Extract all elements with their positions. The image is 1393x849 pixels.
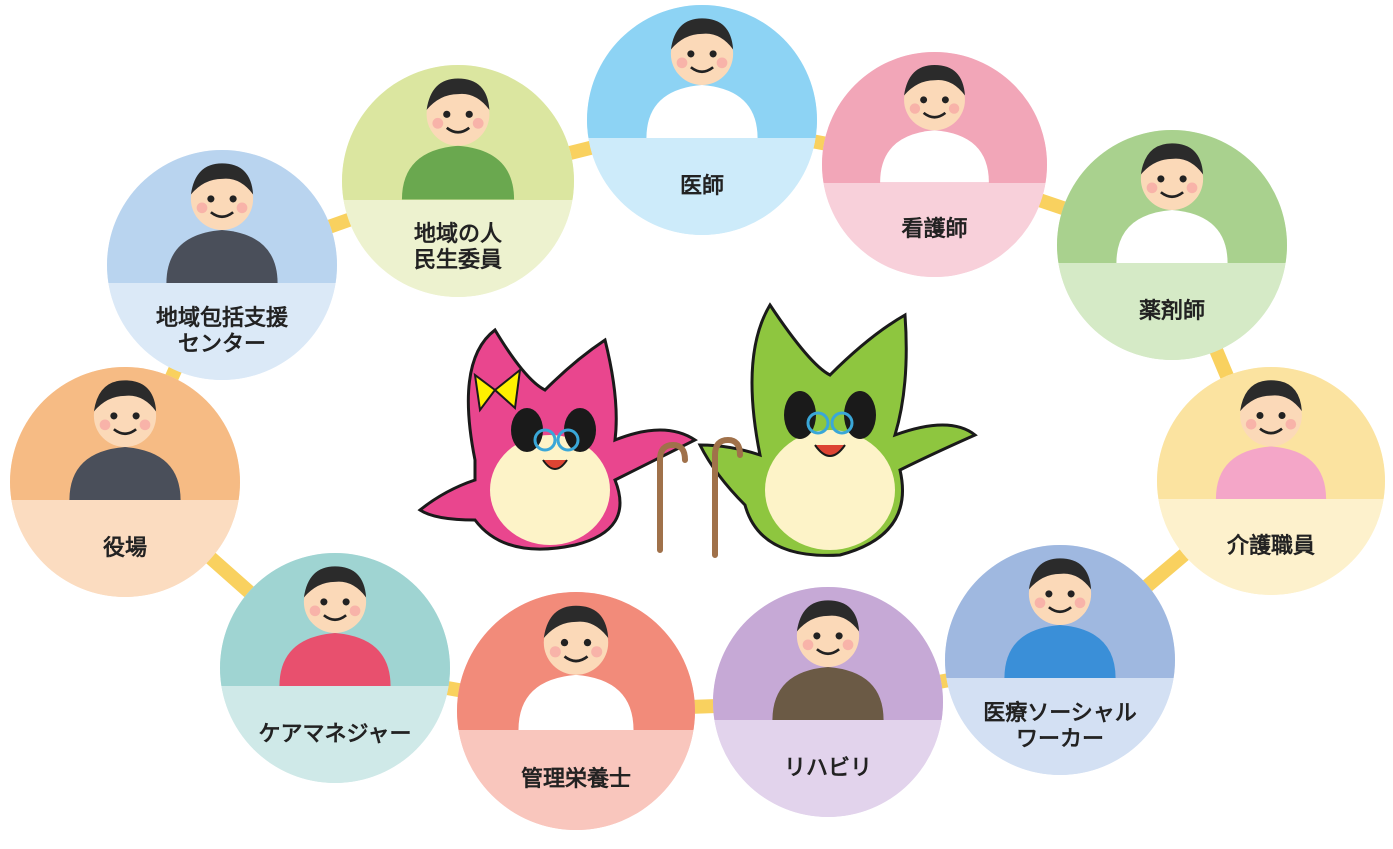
role-label-band: 看護師 — [822, 182, 1047, 277]
role-label: 地域包括支援 — [155, 305, 288, 331]
role-illustration-kaigo — [1157, 367, 1385, 500]
role-illustration-msw — [945, 545, 1175, 679]
role-illustration-yakuzaishi — [1057, 130, 1287, 264]
pink-mascot — [417, 327, 698, 553]
role-label: 地域の人 — [413, 222, 502, 248]
role-label-band: 役場 — [10, 500, 240, 597]
role-label-band: 介護職員 — [1157, 499, 1385, 595]
role-node-kangoshi: 看護師 — [822, 52, 1047, 277]
role-label-band: 地域の人民生委員 — [342, 199, 574, 297]
cane-icon — [657, 441, 688, 553]
pink-mascot-glasses-left — [533, 428, 557, 452]
role-node-yakuba: 役場 — [10, 367, 240, 597]
role-node-eiyoushi: 管理栄養士 — [457, 592, 695, 830]
role-node-rihabiri: リハビリ — [713, 587, 943, 817]
pink-mascot-belly — [490, 435, 610, 545]
pink-mascot-glasses-right — [556, 428, 580, 452]
role-node-chiiki: 地域の人民生委員 — [342, 65, 574, 297]
pink-mascot-mouth — [542, 459, 568, 470]
role-node-yakuzaishi: 薬剤師 — [1057, 130, 1287, 360]
role-label: センター — [177, 331, 266, 357]
role-label: 看護師 — [901, 216, 968, 242]
role-label: ケアマネジャー — [258, 721, 412, 747]
role-label-band: 管理栄養士 — [457, 730, 695, 830]
role-illustration-yakuba — [10, 367, 240, 501]
role-illustration-chiiki — [342, 65, 574, 200]
role-label: 医療ソーシャル — [983, 700, 1137, 726]
role-node-ishi: 医師 — [587, 5, 817, 235]
role-node-kaigo: 介護職員 — [1157, 367, 1385, 595]
role-label: 介護職員 — [1226, 534, 1315, 560]
role-label: 民生委員 — [413, 248, 502, 274]
role-label-band: ケアマネジャー — [220, 686, 450, 783]
role-illustration-houkatsu — [107, 150, 337, 284]
role-label: 役場 — [102, 535, 147, 561]
green-mascot — [697, 302, 978, 558]
role-node-caremanager: ケアマネジャー — [220, 553, 450, 783]
pink-mascot-eye-right — [564, 408, 596, 452]
bow-icon — [473, 367, 522, 413]
green-mascot-belly — [765, 430, 895, 550]
role-illustration-eiyoushi — [457, 592, 695, 731]
role-illustration-caremanager — [220, 553, 450, 687]
role-label-band: 地域包括支援センター — [107, 283, 337, 380]
role-label: 管理栄養士 — [520, 767, 631, 793]
role-illustration-ishi — [587, 5, 817, 139]
role-node-msw: 医療ソーシャルワーカー — [945, 545, 1175, 775]
role-label: リハビリ — [783, 755, 872, 781]
role-label-band: 薬剤師 — [1057, 263, 1287, 360]
role-label: ワーカー — [1015, 726, 1104, 752]
green-mascot-glasses-left — [806, 411, 830, 435]
green-mascot-mouth — [814, 444, 846, 457]
role-label: 薬剤師 — [1138, 298, 1205, 324]
role-illustration-rihabiri — [713, 587, 943, 721]
role-illustration-kangoshi — [822, 52, 1047, 183]
role-label-band: 医療ソーシャルワーカー — [945, 678, 1175, 775]
role-label-band: リハビリ — [713, 720, 943, 817]
cane-icon — [712, 436, 743, 558]
role-label-band: 医師 — [587, 138, 817, 235]
role-label: 医師 — [679, 173, 724, 199]
role-node-houkatsu: 地域包括支援センター — [107, 150, 337, 380]
green-mascot-glasses-right — [830, 411, 854, 435]
